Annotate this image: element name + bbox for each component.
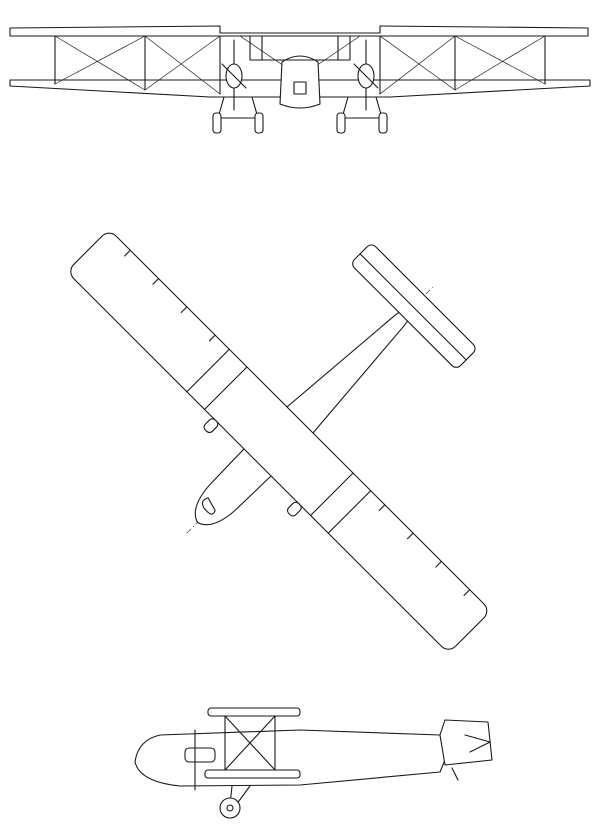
side-tail-skid	[451, 767, 459, 781]
front-engine-left	[221, 39, 247, 111]
top-cockpit	[201, 497, 216, 515]
front-engine-right	[353, 39, 379, 111]
front-upper-wing	[9, 25, 589, 37]
front-cabane	[249, 35, 351, 61]
top-view	[70, 232, 488, 650]
side-lower-wing	[204, 769, 301, 779]
side-wheel	[219, 797, 241, 819]
top-aileron-hinges	[124, 249, 471, 596]
top-tailplane	[352, 244, 476, 368]
side-struts	[224, 715, 276, 771]
front-interplane-struts	[54, 35, 546, 95]
side-engine	[184, 729, 216, 791]
side-view	[134, 707, 493, 819]
front-wheels	[212, 112, 388, 134]
top-wing	[70, 232, 488, 650]
front-view	[9, 25, 591, 134]
side-tail-fin	[439, 719, 493, 766]
front-windscreen	[293, 81, 307, 95]
side-upper-wing	[207, 707, 301, 717]
top-wing-panels	[186, 348, 372, 534]
top-engine-nacelles	[203, 418, 302, 517]
